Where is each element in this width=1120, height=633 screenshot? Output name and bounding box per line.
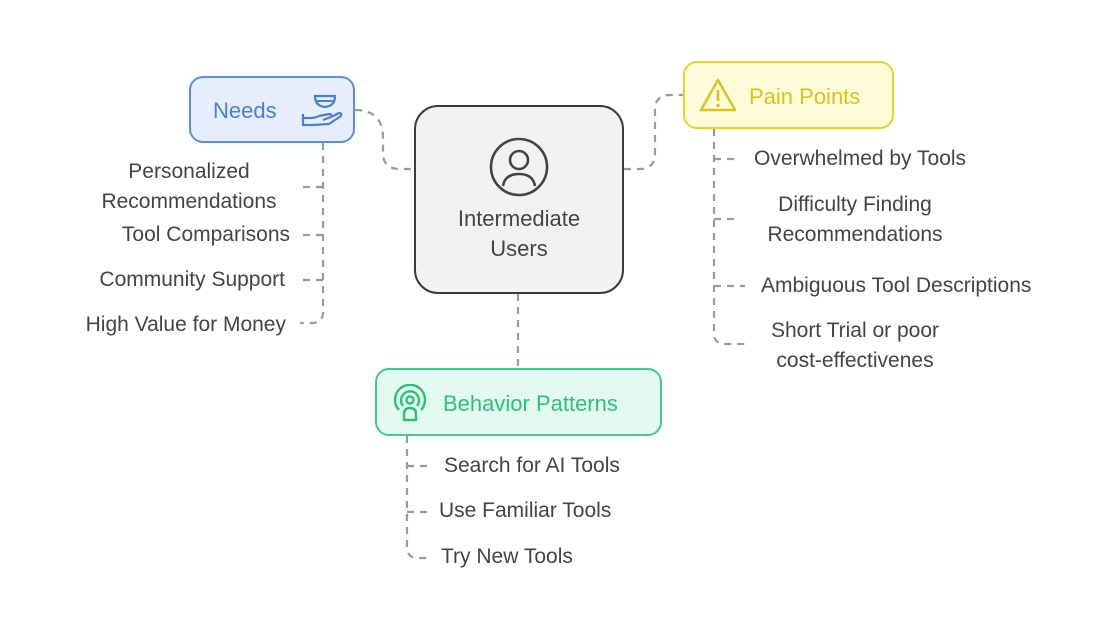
pain-points-node: Pain Points [683, 61, 894, 129]
center-node: Intermediate Users [414, 105, 624, 294]
needs-item-high-value: High Value for Money [85, 313, 286, 336]
pain-item-recommendations: Recommendations [767, 223, 943, 246]
center-title-line2: Users [490, 235, 548, 261]
behavior-item-familiar: Use Familiar Tools [439, 499, 612, 522]
center-title: Intermediate Users [458, 204, 580, 264]
user-icon [489, 137, 549, 196]
behavior-item-search: Search for AI Tools [444, 454, 620, 477]
pain-item-difficulty: Difficulty Finding [778, 193, 932, 216]
center-title-line1: Intermediate [457, 205, 581, 231]
needs-item-recommendations: Recommendations [101, 190, 277, 213]
pain-points-title: Pain Points [749, 84, 861, 109]
hand-bowl-icon [301, 94, 343, 127]
behavior-patterns-node: Behavior Patterns [375, 368, 662, 436]
warning-icon [699, 78, 737, 112]
pain-item-short-trial: Short Trial or poor [770, 319, 940, 342]
pain-item-ambiguous: Ambiguous Tool Descriptions [761, 274, 1032, 297]
needs-node: Needs [189, 76, 355, 143]
pain-item-cost: cost-effectivenes [776, 349, 934, 372]
broadcast-person-icon [393, 384, 427, 422]
needs-item-community-support: Community Support [99, 268, 285, 291]
needs-item-personalized: Personalized [128, 160, 250, 183]
behavior-item-try-new: Try New Tools [441, 545, 573, 568]
pain-item-overwhelmed: Overwhelmed by Tools [754, 147, 967, 170]
behavior-patterns-title: Behavior Patterns [443, 391, 618, 416]
needs-title: Needs [213, 98, 277, 123]
needs-item-tool-comparisons: Tool Comparisons [121, 223, 290, 246]
